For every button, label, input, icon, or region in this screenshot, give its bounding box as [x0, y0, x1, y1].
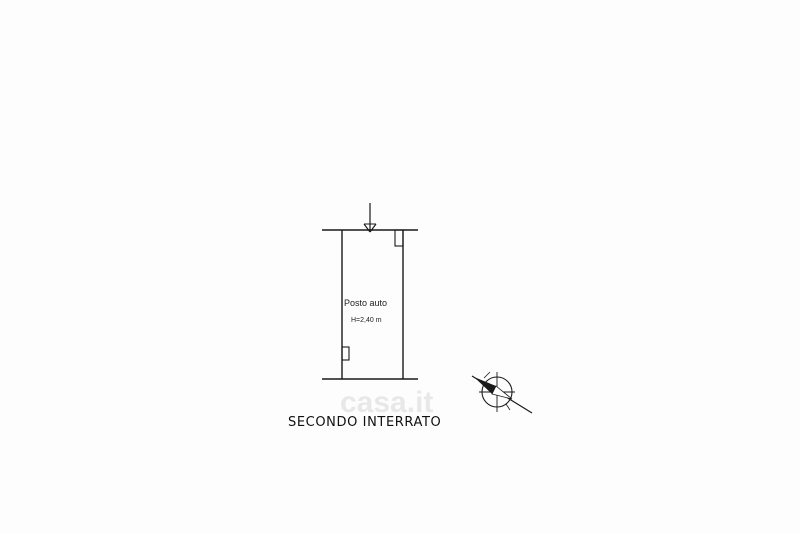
pillar-top-right	[394, 229, 404, 247]
entrance-arrow-icon	[363, 203, 377, 233]
north-arrow-icon	[471, 371, 533, 414]
room-height: H=2,40 m	[351, 317, 382, 324]
room-name: Posto auto	[344, 298, 387, 308]
watermark-logo: casa.it	[340, 386, 433, 419]
pillar-bottom-left	[341, 346, 350, 361]
floor-label: SECONDO INTERRATO	[288, 415, 441, 430]
